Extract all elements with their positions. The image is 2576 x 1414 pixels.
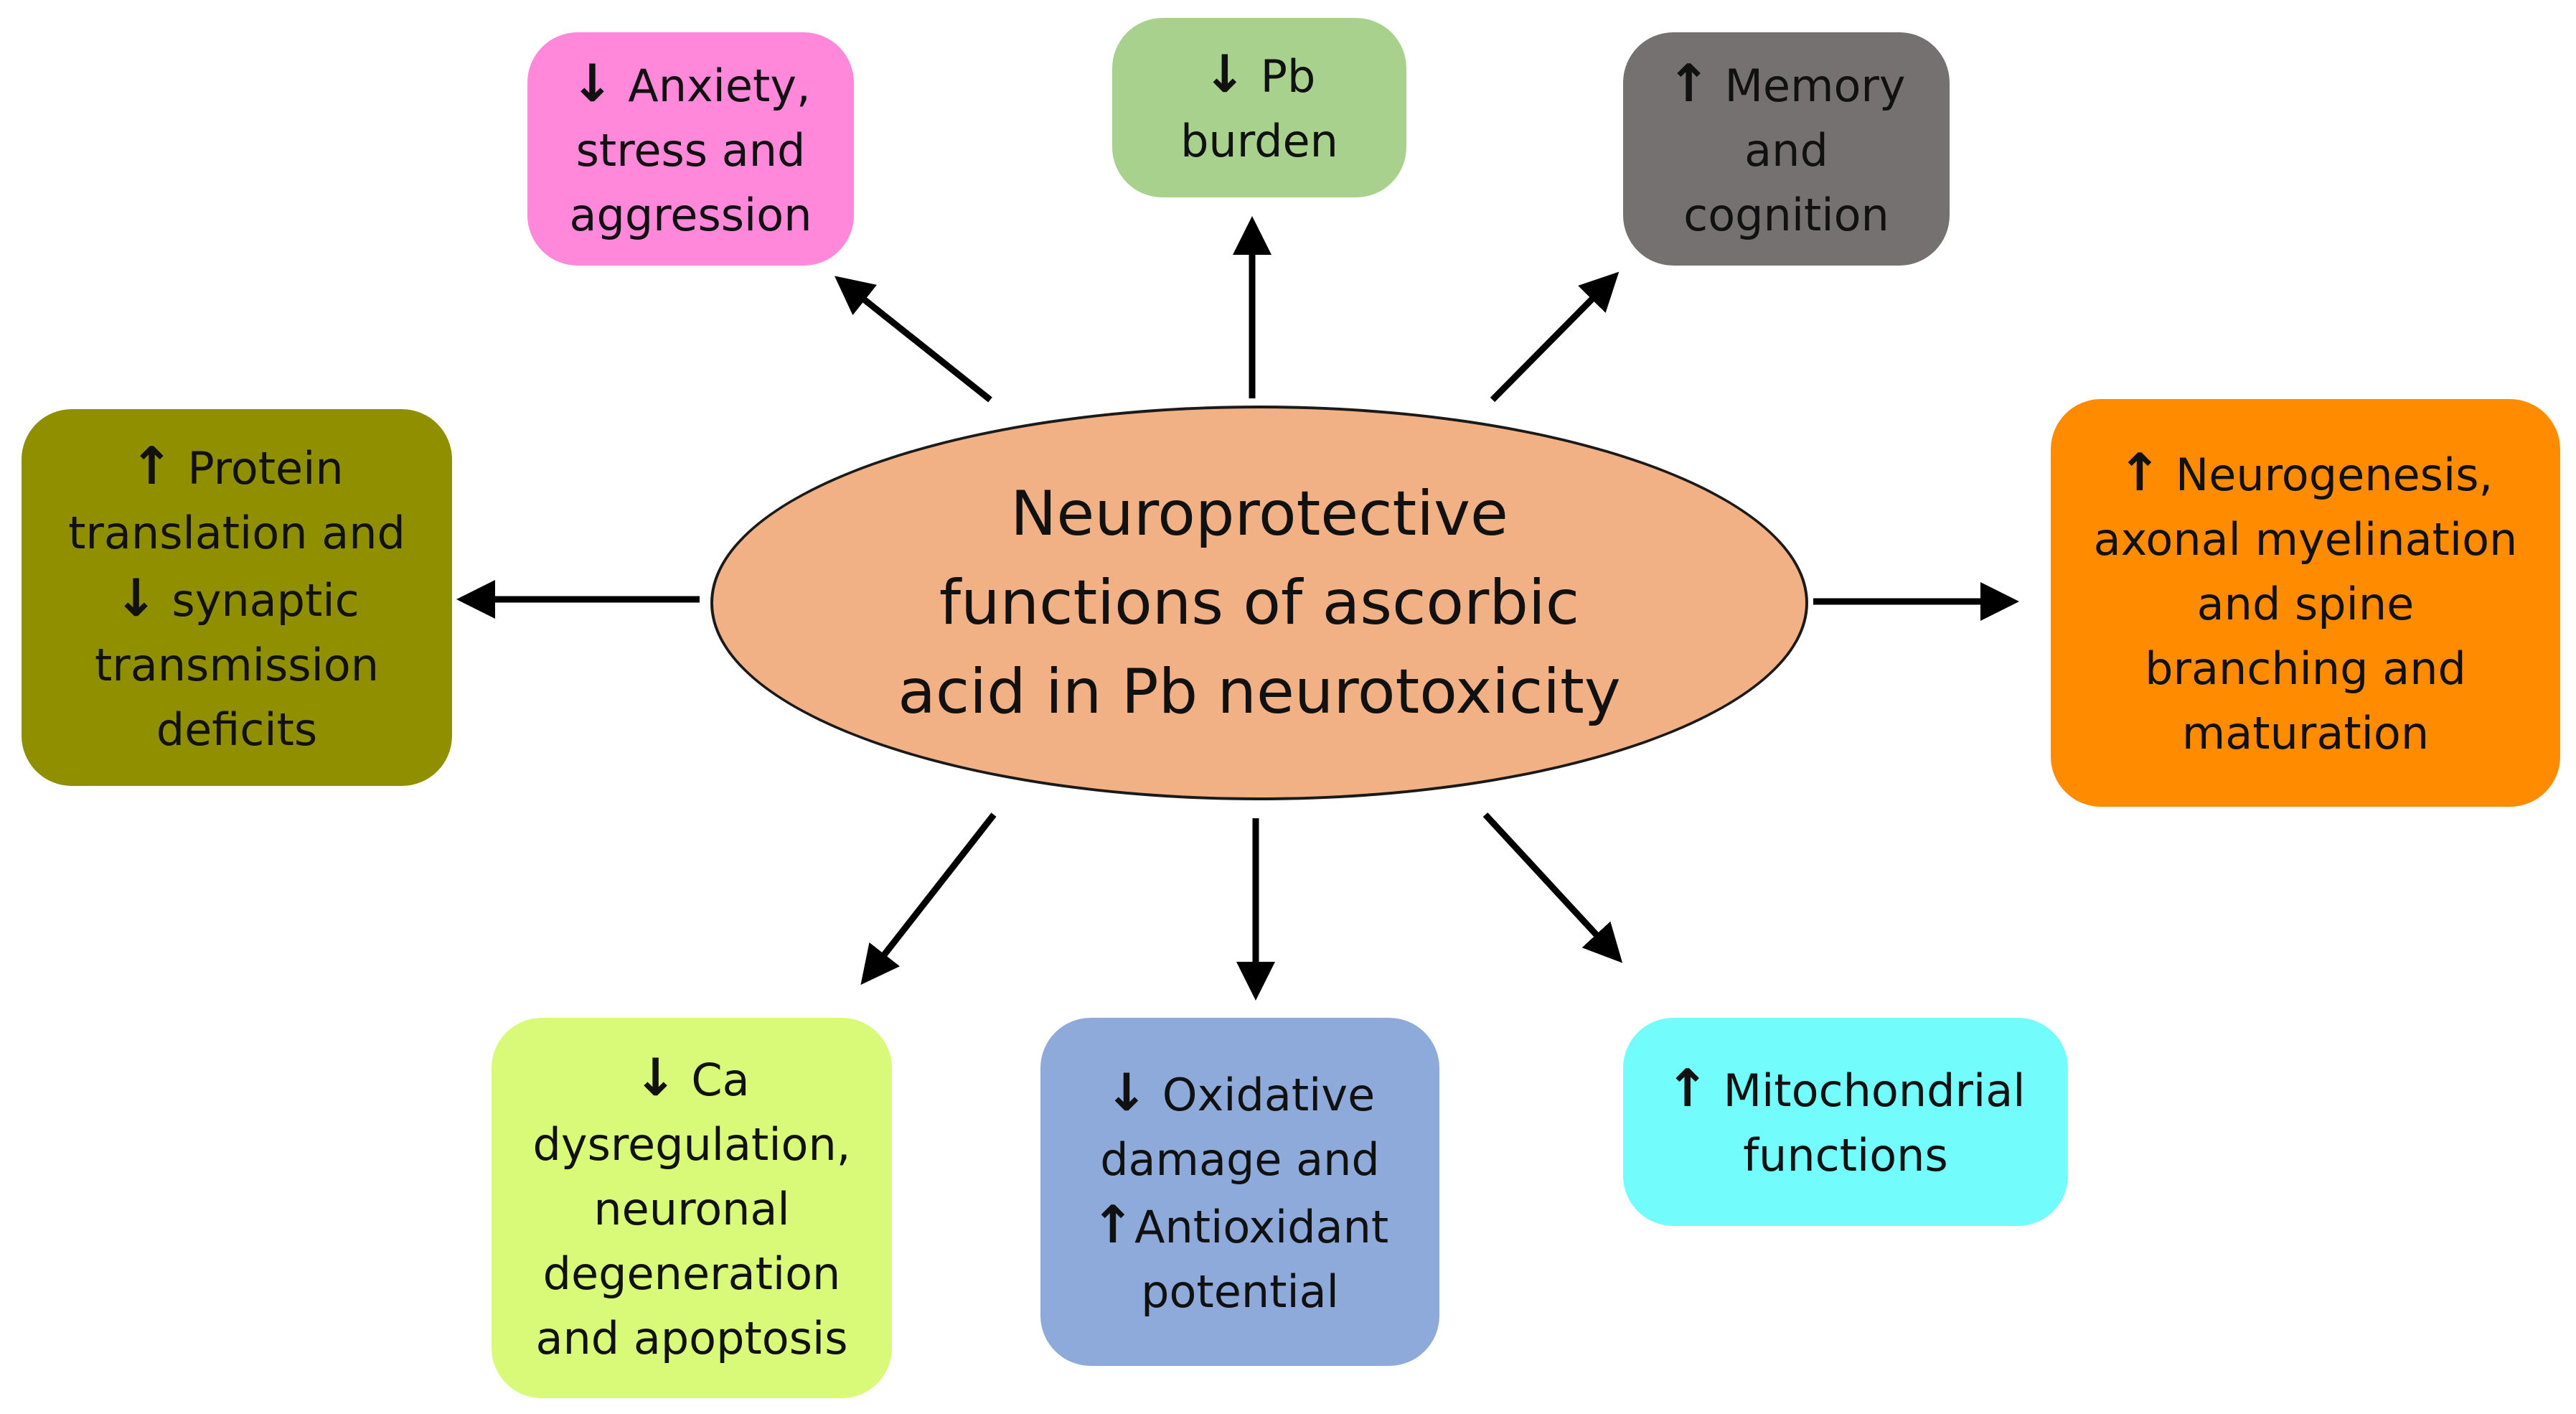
neurogenesis-line-3: and spine [2196, 578, 2415, 630]
anxiety-line-1: ↓ Anxiety, [570, 51, 811, 118]
protein-line-1: ↑ Protein [130, 434, 343, 501]
up-arrow-icon: ↑ [130, 435, 174, 496]
protein-line-2: translation and [68, 506, 405, 559]
down-arrow-icon: ↓ [114, 567, 158, 628]
up-arrow-icon: ↑ [1091, 1194, 1135, 1255]
box-protein-translation: ↑ Protein translation and ↓ synaptic tra… [22, 409, 452, 786]
box-neurogenesis: ↑ Neurogenesis, axonal myelination and s… [2051, 399, 2560, 807]
neurogenesis-line-5: maturation [2181, 707, 2430, 759]
pb-line-1: ↓ Pb [1203, 42, 1316, 109]
protein-text-1: Protein [187, 441, 344, 495]
ca-text-1: Ca [691, 1054, 750, 1106]
anxiety-text-1: Anxiety, [628, 59, 811, 112]
mito-line-2: functions [1743, 1129, 1948, 1181]
up-arrow-icon: ↑ [1665, 1058, 1709, 1118]
box-anxiety: ↓ Anxiety, stress and aggression [527, 32, 854, 266]
oxidative-line-3: ↑Antioxidant [1091, 1192, 1388, 1260]
oxidative-text-1: Oxidative [1162, 1068, 1376, 1121]
down-arrow-icon: ↓ [570, 52, 614, 113]
box-ca-dysregulation: ↓ Ca dysregulation, neuronal degeneratio… [492, 1018, 892, 1398]
oxidative-line-4: potential [1141, 1265, 1339, 1318]
center-line-2: functions of ascorbic [939, 567, 1580, 639]
ca-line-3: neuronal [593, 1183, 790, 1235]
arrow-to-mito [1482, 812, 1623, 963]
ca-line-4: degeneration [542, 1247, 841, 1300]
ca-line-1: ↓ Ca [634, 1045, 749, 1113]
down-arrow-icon: ↓ [634, 1047, 677, 1108]
neurogenesis-text-1: Neurogenesis, [2175, 449, 2493, 501]
up-arrow-icon: ↑ [1667, 52, 1711, 113]
central-concept-ellipse: Neuroprotective functions of ascorbic ac… [710, 406, 1808, 800]
oxidative-line-2: damage and [1100, 1133, 1380, 1186]
mito-text-1: Mitochondrial [1723, 1064, 2026, 1117]
down-arrow-icon: ↓ [1203, 44, 1246, 104]
memory-line-1: ↑ Memory [1667, 51, 1905, 118]
memory-text-1: Memory [1724, 59, 1906, 112]
protein-text-3: synaptic [171, 573, 359, 627]
protein-line-5: deficits [156, 703, 318, 756]
anxiety-line-3: aggression [569, 188, 812, 241]
arrow-to-ca [860, 813, 997, 985]
center-line-3: acid in Pb neurotoxicity [898, 656, 1621, 728]
memory-line-2: and [1744, 123, 1828, 177]
ca-line-5: and apoptosis [535, 1312, 848, 1364]
neurogenesis-line-1: ↑ Neurogenesis, [2118, 440, 2493, 507]
box-oxidative-damage: ↓ Oxidative damage and ↑Antioxidant pote… [1040, 1018, 1439, 1366]
neurogenesis-line-2: axonal myelination [2093, 513, 2518, 566]
down-arrow-icon: ↓ [1104, 1062, 1149, 1123]
box-mitochondrial: ↑ Mitochondrial functions [1623, 1018, 2068, 1226]
protein-line-4: transmission [94, 638, 380, 691]
protein-line-3: ↓ synaptic [114, 566, 359, 633]
neurogenesis-line-4: branching and [2145, 642, 2466, 695]
pb-text-1: Pb [1260, 50, 1316, 103]
center-line-1: Neuroprotective [1010, 478, 1508, 550]
box-pb-burden: ↓ Pb burden [1112, 18, 1406, 197]
box-memory: ↑ Memory and cognition [1623, 32, 1950, 266]
arrow-to-memory [1490, 271, 1620, 403]
oxidative-line-1: ↓ Oxidative [1105, 1060, 1375, 1128]
memory-line-3: cognition [1683, 188, 1889, 241]
pb-line-2: burden [1180, 115, 1338, 167]
mito-line-1: ↑ Mitochondrial [1666, 1056, 2026, 1123]
up-arrow-icon: ↑ [2117, 442, 2162, 502]
ca-line-2: dysregulation, [532, 1118, 851, 1171]
anxiety-line-2: stress and [575, 123, 806, 177]
oxidative-text-3: Antioxidant [1134, 1200, 1389, 1253]
arrow-to-anxiety [834, 276, 992, 403]
